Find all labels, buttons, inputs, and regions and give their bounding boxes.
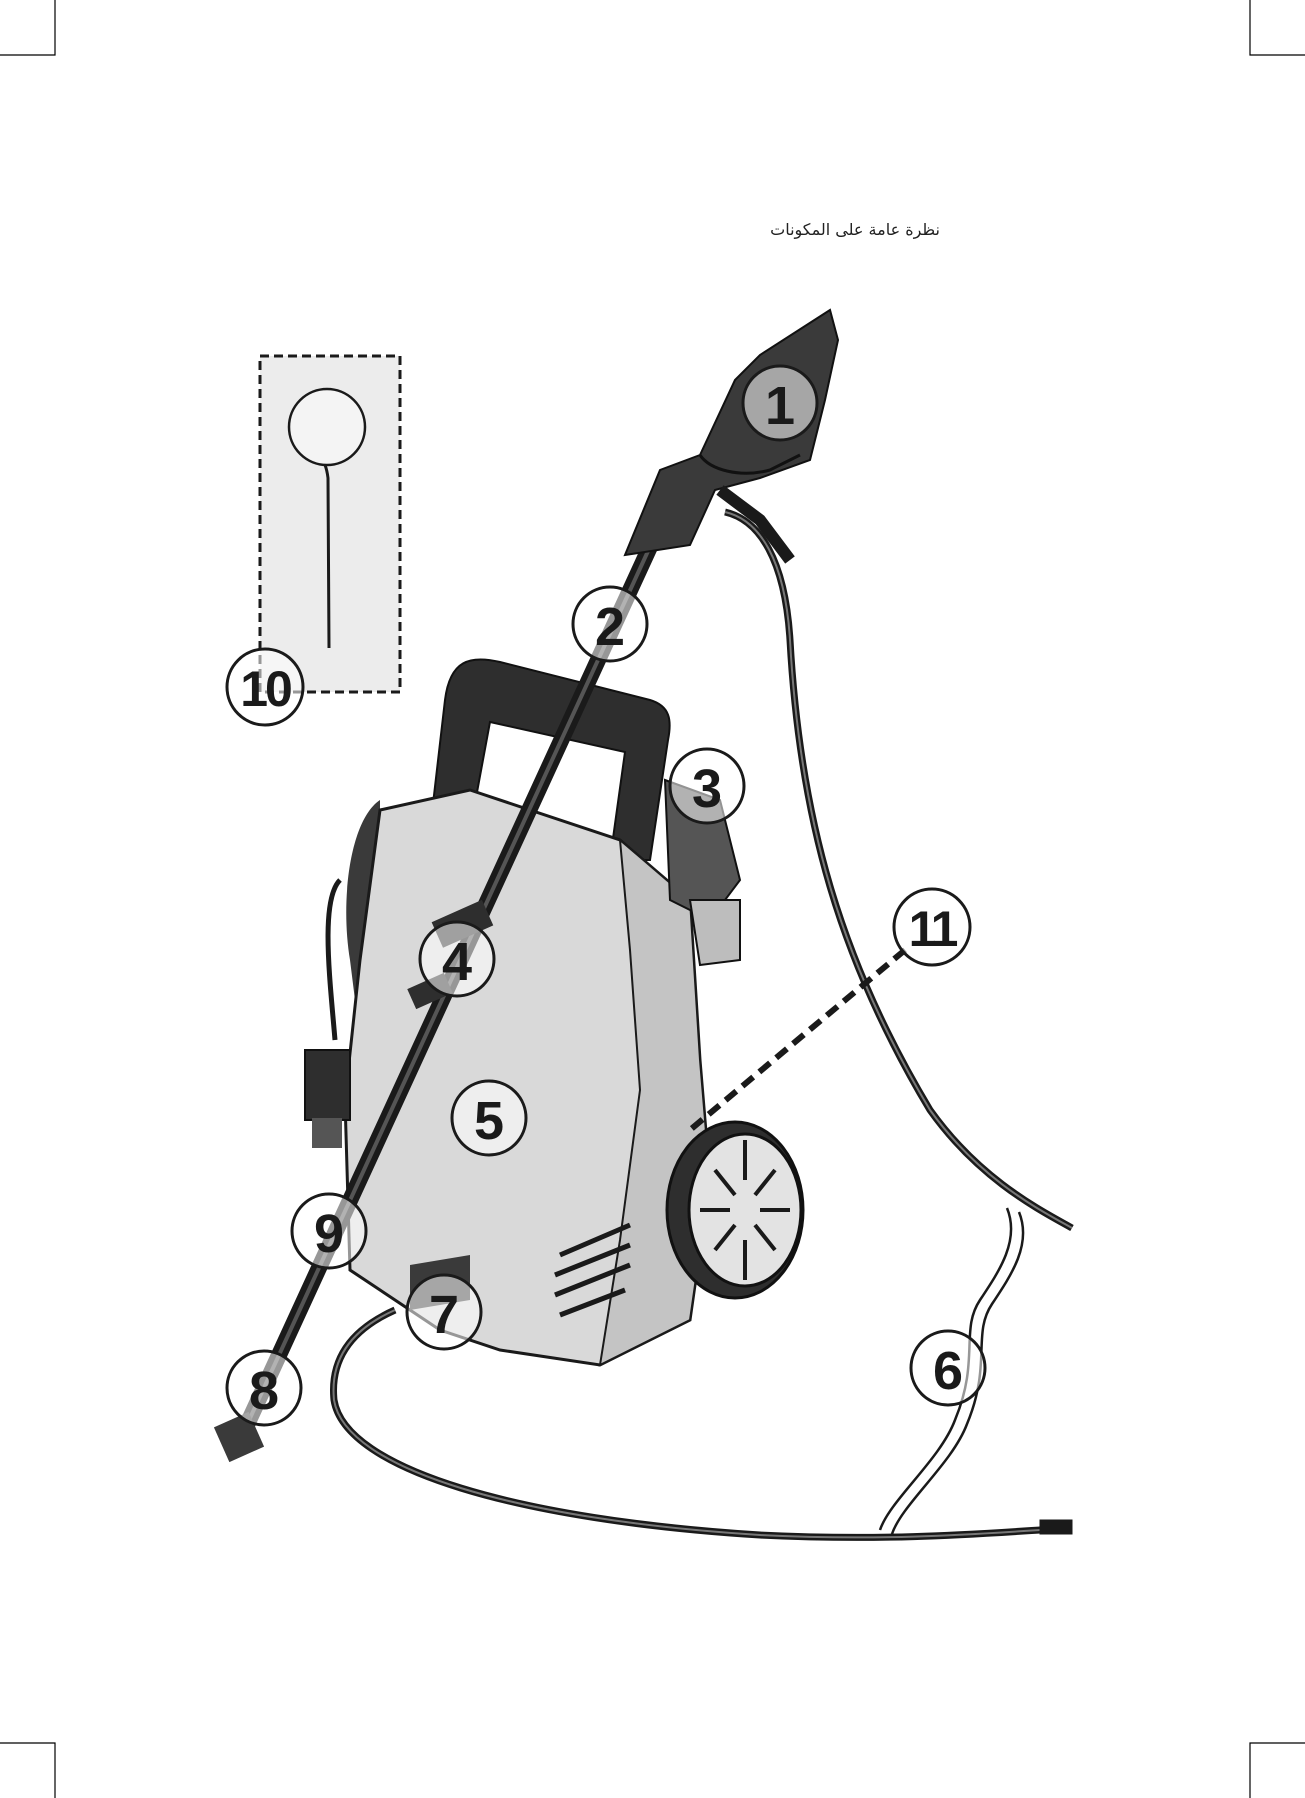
callout-11: 11 xyxy=(894,889,970,965)
callout-label-4: 4 xyxy=(442,932,472,992)
callout-label-1: 1 xyxy=(765,376,795,436)
callout-10: 10 xyxy=(227,649,303,725)
callout-9: 9 xyxy=(292,1194,366,1268)
callout-label-5: 5 xyxy=(474,1091,504,1151)
callout-3: 3 xyxy=(670,749,744,823)
callout-1: 1 xyxy=(743,366,817,440)
callout-6: 6 xyxy=(911,1331,985,1405)
nozzle-cleaning-needle-inset xyxy=(260,356,400,692)
callout-8: 8 xyxy=(227,1351,301,1425)
callout-7: 7 xyxy=(407,1275,481,1349)
callout-label-11: 11 xyxy=(909,901,958,957)
callout-label-6: 6 xyxy=(933,1341,963,1401)
leader-line-11 xyxy=(690,950,905,1130)
callout-5: 5 xyxy=(452,1081,526,1155)
callout-label-10: 10 xyxy=(240,661,291,717)
callout-label-2: 2 xyxy=(595,597,625,657)
callout-2: 2 xyxy=(573,587,647,661)
callout-4: 4 xyxy=(420,922,494,996)
callout-label-7: 7 xyxy=(429,1285,459,1345)
callout-label-3: 3 xyxy=(692,759,722,819)
callout-label-9: 9 xyxy=(314,1204,344,1264)
callout-label-8: 8 xyxy=(249,1361,279,1421)
